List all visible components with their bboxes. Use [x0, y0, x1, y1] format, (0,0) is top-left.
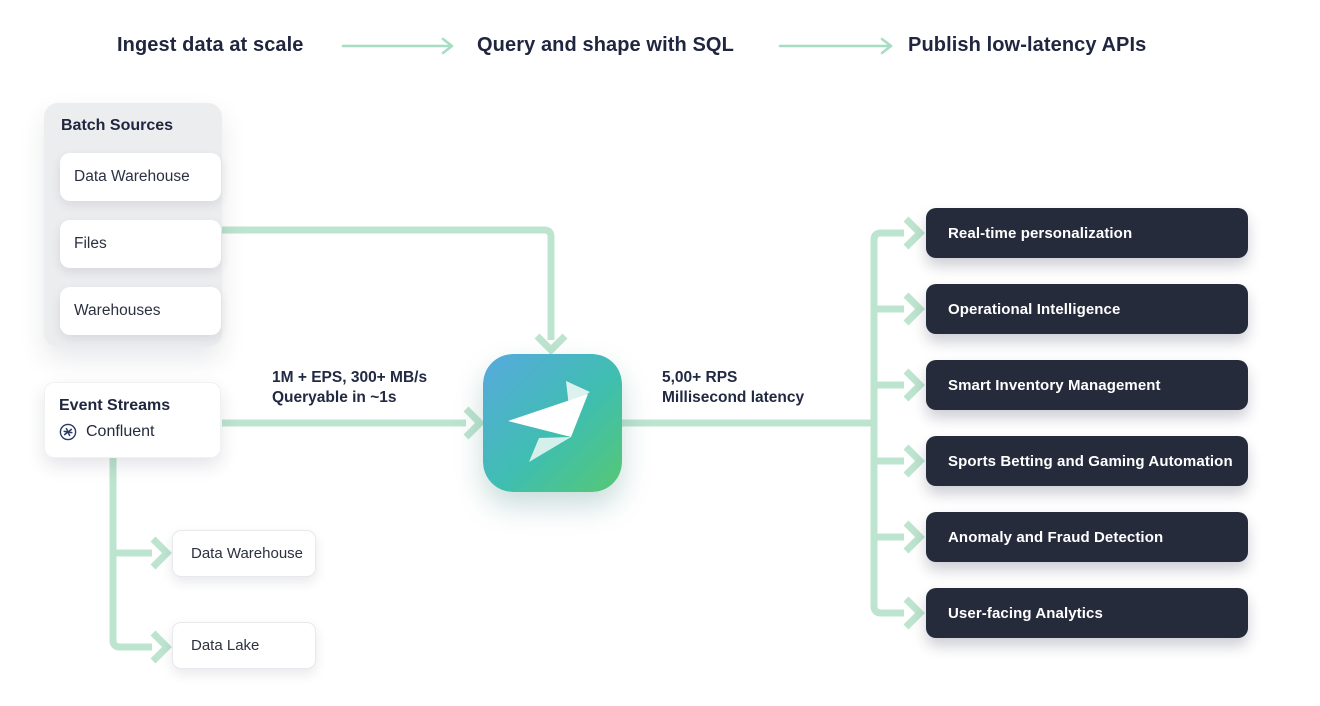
usecase-user-facing-analytics: User-facing Analytics: [926, 588, 1248, 638]
publish-metrics: 5,00+ RPS Millisecond latency: [662, 368, 804, 408]
publish-metric-line2: Millisecond latency: [662, 389, 805, 406]
usecase-sports-betting: Sports Betting and Gaming Automation: [926, 436, 1248, 486]
header-step-ingest: Ingest data at scale: [117, 34, 304, 56]
tinybird-logo: [483, 354, 622, 492]
arrow-batch-to-engine: [222, 226, 555, 340]
ingest-metrics: 1M + EPS, 300+ MB/s Queryable in ~1s: [272, 368, 427, 408]
header-step-publish: Publish low-latency APIs: [908, 34, 1147, 56]
arrow-events-to-sinks: [109, 457, 152, 651]
usecase-realtime-personalization: Real-time personalization: [926, 208, 1248, 258]
paper-bird-icon: [508, 381, 590, 462]
usecase-operational-intelligence: Operational Intelligence: [926, 284, 1248, 334]
usecase-smart-inventory: Smart Inventory Management: [926, 360, 1248, 410]
header-step-query: Query and shape with SQL: [477, 34, 734, 56]
event-streams-provider-label: Confluent: [86, 423, 155, 440]
confluent-logo-icon: [59, 423, 77, 441]
sink-data-lake: Data Lake: [172, 622, 316, 669]
sink-data-warehouse: Data Warehouse: [172, 530, 316, 577]
batch-source-files: Files: [60, 220, 221, 268]
ingest-metric-line2: Queryable in ~1s: [272, 389, 397, 406]
batch-sources-title: Batch Sources: [61, 117, 174, 134]
publish-metric-line1: 5,00+ RPS: [662, 369, 738, 386]
event-streams-card: Event Streams Confluent: [44, 382, 221, 458]
batch-source-warehouses: Warehouses: [60, 287, 221, 335]
event-streams-provider: Confluent: [59, 423, 220, 441]
usecase-anomaly-fraud: Anomaly and Fraud Detection: [926, 512, 1248, 562]
batch-source-data-warehouse: Data Warehouse: [60, 153, 221, 201]
event-streams-title: Event Streams: [59, 397, 171, 414]
ingest-metric-line1: 1M + EPS, 300+ MB/s: [272, 369, 428, 386]
